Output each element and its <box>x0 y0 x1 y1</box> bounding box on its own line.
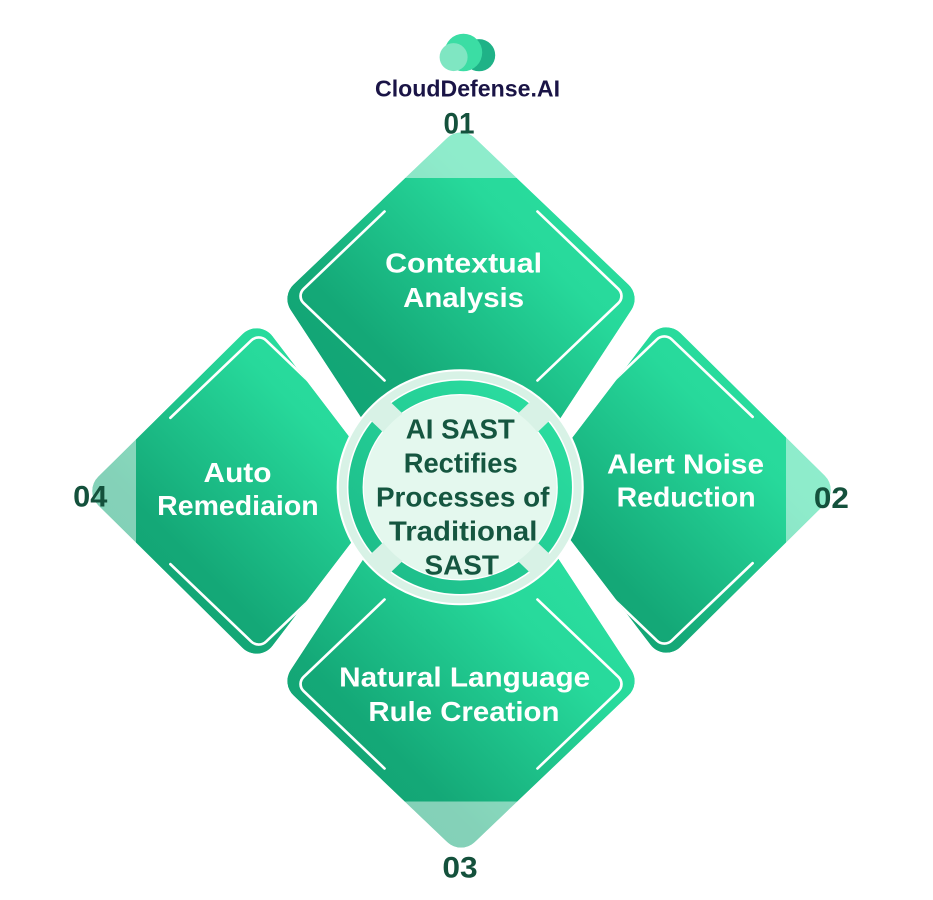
svg-text:Remediaion: Remediaion <box>157 490 319 521</box>
svg-text:Natural Language: Natural Language <box>339 662 590 693</box>
svg-text:02: 02 <box>814 482 849 515</box>
svg-text:Traditional: Traditional <box>389 516 538 547</box>
svg-text:Rule Creation: Rule Creation <box>368 696 559 727</box>
svg-text:Rectifies: Rectifies <box>404 448 518 479</box>
svg-text:03: 03 <box>442 852 477 885</box>
svg-text:Reduction: Reduction <box>617 482 756 513</box>
svg-text:01: 01 <box>444 108 475 141</box>
svg-text:Analysis: Analysis <box>403 282 524 313</box>
svg-text:Contextual: Contextual <box>385 248 542 279</box>
svg-text:CloudDefense.AI: CloudDefense.AI <box>375 76 560 102</box>
svg-text:AI SAST: AI SAST <box>406 414 515 445</box>
svg-text:SAST: SAST <box>424 550 499 581</box>
svg-text:Processes of: Processes of <box>376 482 550 513</box>
svg-text:Auto: Auto <box>204 457 272 488</box>
svg-text:04: 04 <box>73 480 108 513</box>
svg-text:Alert Noise: Alert Noise <box>607 448 764 479</box>
